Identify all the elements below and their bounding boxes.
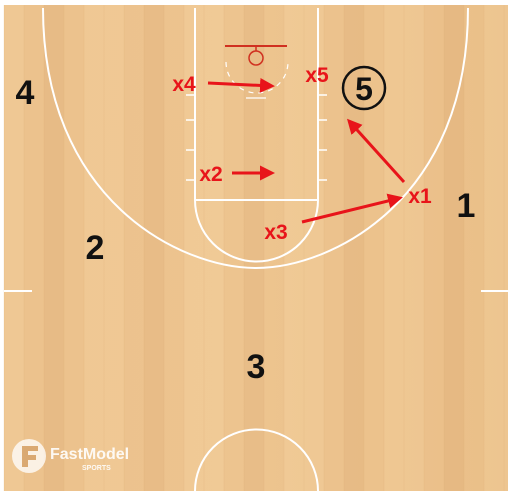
- wood-plank: [44, 5, 64, 491]
- wood-plank: [504, 5, 508, 491]
- wood-plank: [84, 5, 104, 491]
- wood-plank: [264, 5, 284, 491]
- defense-x3: x3: [264, 221, 287, 244]
- offense-player-5: 5: [355, 71, 373, 107]
- wood-plank: [104, 5, 124, 491]
- wood-plank: [64, 5, 84, 491]
- wood-plank: [24, 5, 44, 491]
- player-5-circle: [341, 65, 387, 111]
- offense-player-2: 2: [86, 229, 105, 267]
- wood-plank: [364, 5, 384, 491]
- wood-plank: [444, 5, 464, 491]
- rim: [248, 50, 264, 66]
- defense-x1: x1: [408, 185, 432, 208]
- defense-x4: x4: [172, 73, 196, 96]
- wood-plank: [404, 5, 424, 491]
- defense-x2: x2: [199, 163, 222, 186]
- arrow-x4: [207, 77, 275, 93]
- restricted-area: [225, 61, 289, 94]
- wood-plank: [204, 5, 224, 491]
- offense-player-3: 3: [247, 348, 266, 386]
- wood-plank: [144, 5, 164, 491]
- defense-arrows: [207, 77, 406, 224]
- wood-plank: [464, 5, 484, 491]
- defense-x5: x5: [305, 64, 329, 87]
- wood-plank: [4, 5, 24, 491]
- wood-plank: [244, 5, 264, 491]
- fastmodel-f-glyph: [22, 446, 38, 467]
- center-circle: [194, 428, 319, 492]
- wood-plank: [424, 5, 444, 491]
- wood-plank: [184, 5, 204, 491]
- wood-plank: [224, 5, 244, 491]
- wood-plank: [124, 5, 144, 491]
- free-throw-circle: [194, 199, 319, 263]
- court-lines: [4, 7, 508, 492]
- wood-plank: [384, 5, 404, 491]
- arrow-x1: [346, 118, 406, 184]
- three-point-line: [42, 7, 469, 270]
- fastmodel-brand: FastModel: [50, 446, 129, 463]
- arrow-x3: [301, 193, 403, 224]
- lane-hash-marks: [186, 94, 327, 181]
- fastmodel-sub: SPORTS: [82, 465, 111, 472]
- wood-plank: [484, 5, 504, 491]
- wood-planks: [3, 5, 508, 491]
- offense-player-1: 1: [457, 187, 476, 225]
- offense-player-4: 4: [16, 74, 35, 112]
- fastmodel-logo: FastModel SPORTS: [12, 439, 129, 473]
